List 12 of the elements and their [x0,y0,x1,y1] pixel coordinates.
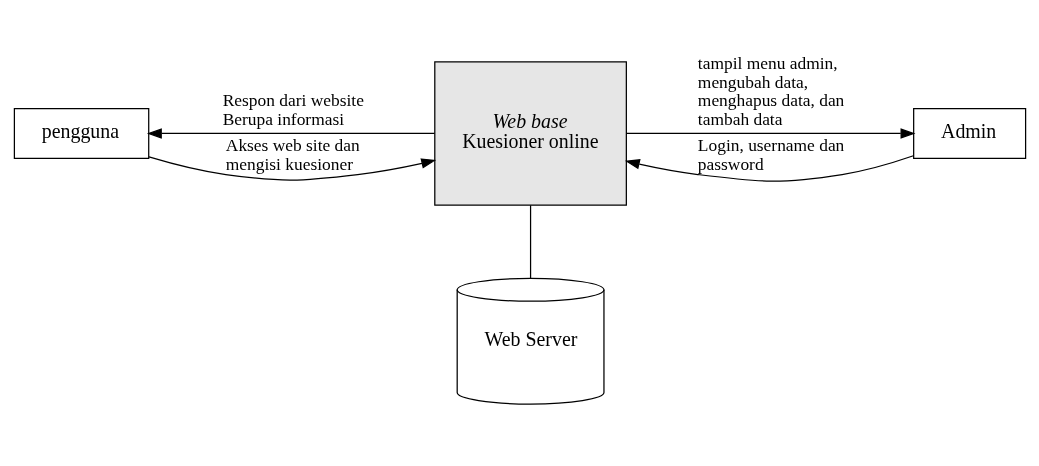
arrow [146,128,435,139]
arrow [624,155,914,182]
connector [529,204,531,279]
arrow [625,128,915,139]
node-box: Admin [912,108,1026,159]
edge-label: tampil menu admin, mengubah data, menghapus data, dan tambah data [697,53,844,130]
node-box: pengguna [13,108,149,159]
node-box: Web base Kuesioner online [433,61,627,206]
edge-label: Respon dari website Berupa informasi [222,90,364,130]
edge-label: Login, username dan password [697,135,844,174]
edge-label: Akses web site dan mengisi kuesioner [225,135,360,174]
arrow [147,156,436,181]
